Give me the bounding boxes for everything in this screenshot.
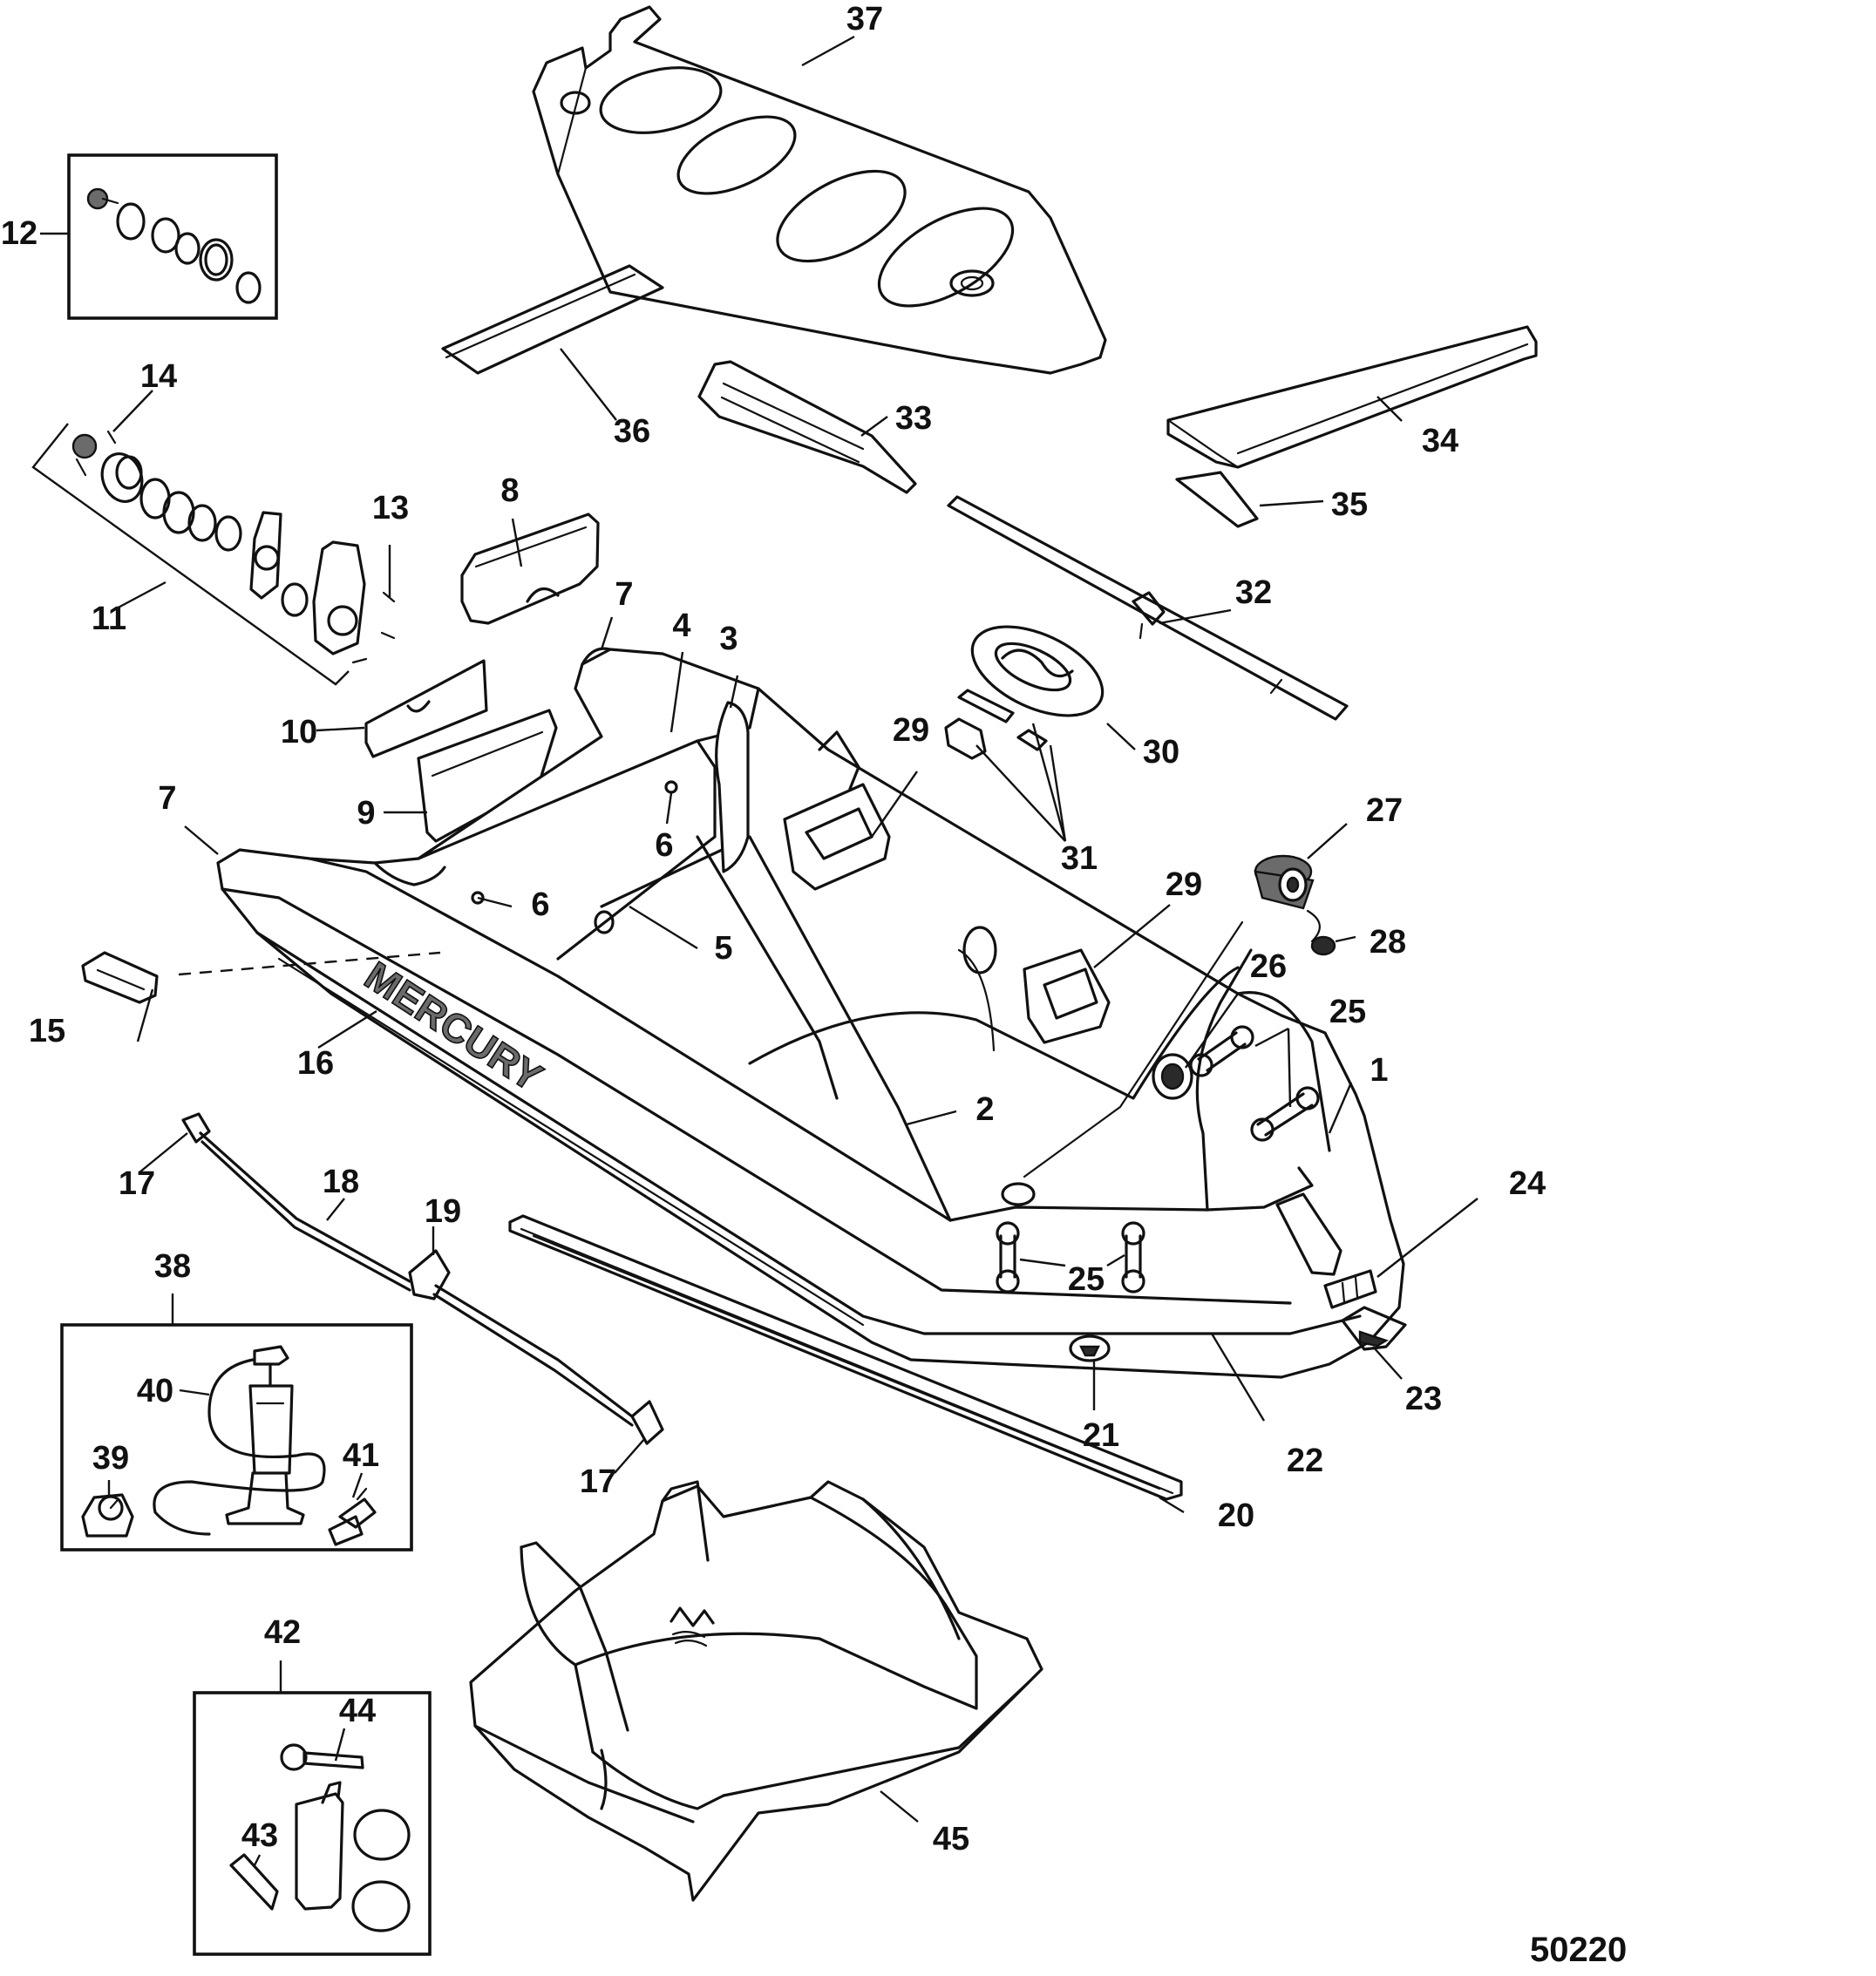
oar-blade-part [697,360,917,494]
callout-label: 11 [92,601,126,637]
callout-label: 30 [1143,734,1179,771]
callout-label: 21 [1083,1417,1119,1454]
oarlock-part [970,625,1105,717]
floor-strip-part [441,264,664,375]
callout-label: 24 [1509,1165,1546,1202]
bracket-part [364,659,488,758]
callout-label: 18 [323,1164,359,1200]
callout-label: 20 [1218,1497,1254,1534]
callout-label: 42 [264,1614,301,1651]
figure-number: 50220 [1530,1931,1627,1969]
callout-label: 25 [1329,994,1366,1030]
callout-label: 10 [281,714,317,750]
grab-line-part [181,1112,664,1445]
storage-bag-part [469,1480,1043,1902]
callout-label: 14 [140,358,177,395]
pump-kit-box [60,1323,413,1552]
callout-label: 32 [1235,574,1272,611]
callout-label: 4 [672,608,690,644]
dashed-placement-line [178,951,441,976]
callout-label: 9 [357,795,375,832]
keel-strip-part [508,1214,1183,1501]
inflatable-boat-hull-part [216,647,1405,1379]
callout-label: 40 [137,1373,173,1409]
callout-label: 27 [1366,792,1403,829]
callout-label: 25 [1068,1261,1105,1298]
callout-label: 5 [714,930,732,967]
callout-label: 2 [975,1091,994,1128]
callout-label: 31 [1061,840,1098,877]
oarlock-pin-part [944,689,1048,760]
callout-label: 36 [614,413,650,450]
callout-label: 3 [719,621,737,657]
callout-label: 12 [1,215,37,252]
callout-label: 6 [531,886,549,923]
callout-label: 15 [29,1013,65,1049]
leader-lines [40,35,1478,1866]
drain-plug-part [1069,1334,1111,1362]
valve-seal-kit-box [67,153,278,320]
callout-label: 44 [339,1693,376,1729]
callout-label: 33 [895,400,932,437]
seat-part [1166,325,1538,469]
callout-label: 8 [500,472,519,509]
pump-adapter-part [328,1487,377,1546]
valve-assembly-part [31,423,396,686]
inflation-valve-part [1254,854,1315,910]
handle-plate-part [81,951,159,1004]
valve-patch-part [1152,1053,1193,1100]
callout-label: 28 [1370,924,1406,961]
oar-shaft-part [947,495,1349,721]
callout-label: 29 [1166,866,1202,903]
d-ring-part [996,1025,1320,1294]
callout-label: 7 [615,576,633,613]
callout-label: 1 [1370,1052,1388,1089]
callout-label: 38 [154,1248,191,1285]
repair-kit-box [193,1691,432,1956]
callout-label: 22 [1287,1443,1323,1479]
callout-label: 7 [158,780,176,817]
callout-label: 19 [425,1193,461,1230]
callout-label: 17 [119,1165,155,1202]
pressure-gauge-part [81,1493,134,1538]
glue-container-part [295,1781,411,1932]
glue-tube-part [229,1853,279,1911]
callout-label: 29 [893,712,929,749]
callout-label: 26 [1250,948,1287,985]
callout-label: 34 [1422,423,1458,459]
valve-seal-kit-part [86,187,262,304]
seat-clip-part [1175,471,1259,528]
callout-label: 16 [297,1045,334,1082]
callout-label: 6 [655,827,673,864]
valve-cap-part [1306,909,1336,956]
callout-label: 45 [933,1821,969,1857]
bow-bag-part [460,513,600,625]
valve-wrench-part [280,1743,364,1771]
callout-label: 35 [1331,486,1368,523]
callout-label: 39 [92,1440,129,1477]
bow-tow-fitting-part [1323,1269,1407,1351]
callout-label: 41 [343,1437,379,1474]
callout-label: 17 [580,1463,616,1500]
hand-pump-part [153,1345,326,1536]
floor-board-part [532,5,1107,375]
callout-label: 23 [1405,1381,1442,1417]
callout-label: 43 [241,1817,278,1854]
callout-labels: 1 2 3 4 5 6 6 7 7 8 9 10 11 12 13 14 15 … [1,1,1546,1857]
callout-label: 13 [372,490,409,526]
callout-label: 37 [846,1,883,37]
